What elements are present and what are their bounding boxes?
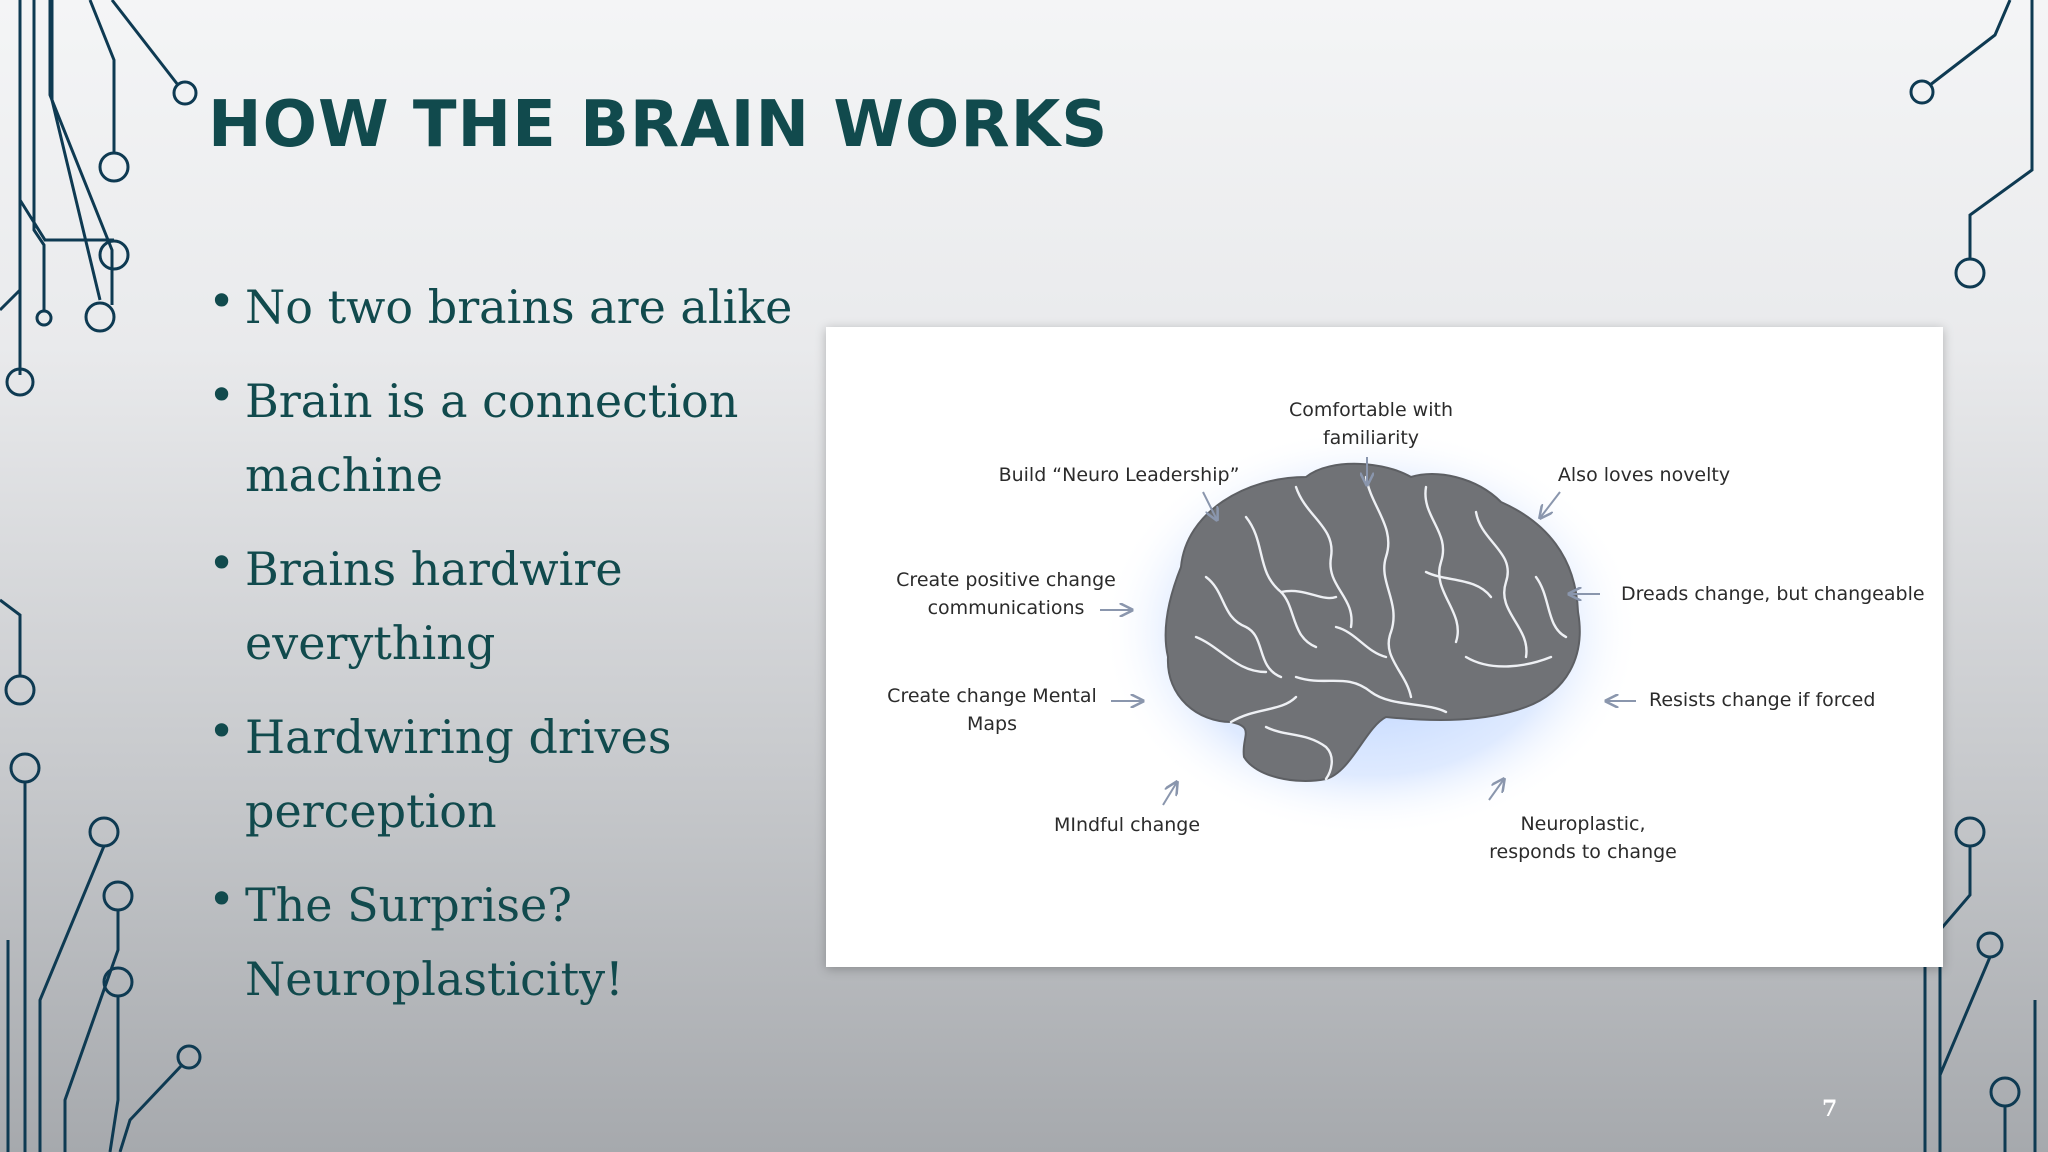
page-number: 7 [1822,1096,1838,1122]
label-positive-line1: Create positive change [896,569,1116,591]
label-dreads: Dreads change, but changeable [1621,583,1925,605]
list-item: Brains hardwire everything [208,526,808,680]
arrow-icon [1202,491,1217,520]
arrow-icon [1162,782,1177,806]
label-positive-line2: communications [928,597,1085,619]
bullet-list: No two brains are alike Brain is a conne… [208,264,808,1036]
label-mindful: MIndful change [1054,814,1200,836]
label-neuroplastic-line1: Neuroplastic, [1520,813,1645,835]
brain-diagram-canvas: Comfortable with familiarity Build “Neur… [887,399,1925,863]
label-mental-line2: Maps [967,713,1017,735]
list-item: Hardwiring drives perception [208,694,808,848]
brain-icon [1164,462,1581,782]
list-item: Brain is a connection machine [208,358,808,512]
label-novelty: Also loves novelty [1558,464,1730,486]
arrow-icon [1488,779,1504,801]
arrow-icon [1540,491,1561,518]
diagram-arrows [1100,457,1636,806]
label-comfortable-line1: Comfortable with [1289,399,1453,421]
brain-diagram: Comfortable with familiarity Build “Neur… [826,327,1943,967]
label-mental-line1: Create change Mental [887,685,1097,707]
label-comfortable-line2: familiarity [1323,427,1419,449]
list-item: No two brains are alike [208,264,808,344]
label-neuro-leadership: Build “Neuro Leadership” [999,464,1240,486]
page-title: HOW THE BRAIN WORKS [208,88,1109,162]
label-neuroplastic-line2: responds to change [1489,841,1677,863]
label-resists: Resists change if forced [1649,689,1875,711]
list-item: The Surprise? Neuroplasticity! [208,862,808,1016]
